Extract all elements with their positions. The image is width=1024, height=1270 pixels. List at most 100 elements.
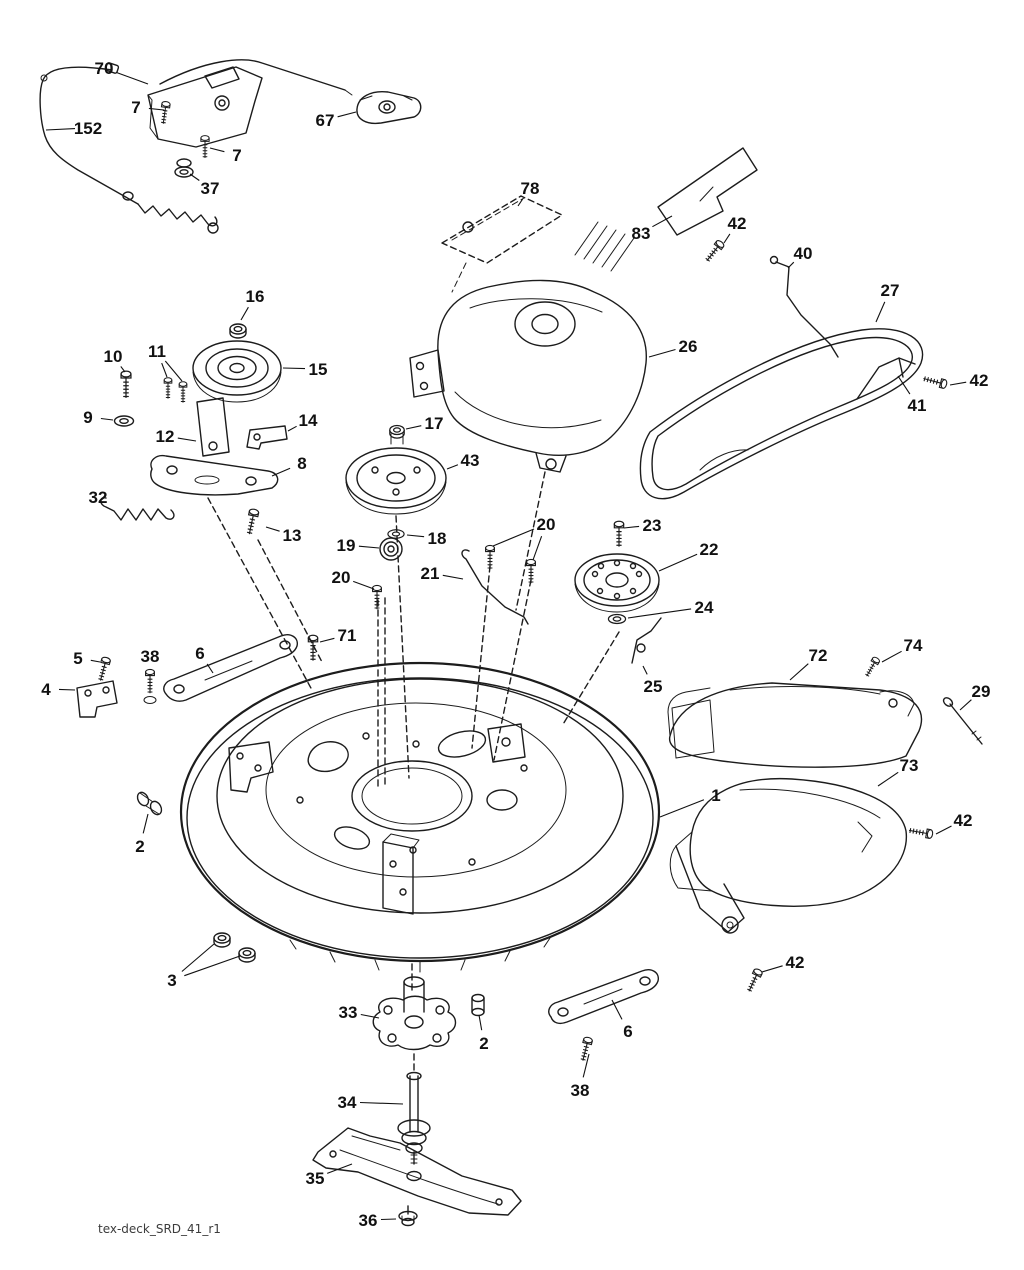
leader-line (406, 534, 425, 538)
leader-line (478, 1014, 483, 1031)
part-label-7: 7 (232, 146, 241, 165)
leader-line (517, 198, 524, 207)
line-art (39, 59, 983, 1227)
screw-38-right (578, 1035, 594, 1062)
leader-line (45, 128, 76, 131)
part-label-38: 38 (141, 647, 160, 666)
screw-20-b (526, 558, 536, 584)
leader-line (532, 536, 543, 561)
idler-arm-8 (150, 454, 279, 496)
part-label-12: 12 (156, 427, 175, 446)
leader-line (116, 71, 149, 85)
part-label-35: 35 (306, 1169, 325, 1188)
leader-line (935, 825, 952, 835)
part-label-67: 67 (316, 111, 335, 130)
spacer-2-right (471, 993, 485, 1017)
part-label-36: 36 (359, 1211, 378, 1230)
part-label-40: 40 (794, 244, 813, 263)
part-label-5: 5 (73, 649, 82, 668)
part-label-19: 19 (337, 536, 356, 555)
leader-line (582, 1053, 590, 1078)
part-label-42: 42 (728, 214, 747, 233)
leader-line (287, 425, 297, 432)
part-label-71: 71 (338, 626, 357, 645)
mandrel-housing-33 (372, 976, 457, 1051)
leader-line (642, 665, 648, 675)
deck-cover-26 (409, 221, 647, 473)
leader-line (877, 771, 899, 787)
bolt-10 (120, 370, 132, 399)
part-label-25: 25 (644, 677, 663, 696)
leader-line (652, 215, 673, 228)
assembly-alignment-lines (207, 471, 620, 1073)
leader-line (358, 545, 380, 549)
cover-vent-fins (574, 221, 635, 272)
leader-line (627, 608, 692, 619)
bracket-4 (76, 680, 118, 718)
leader-line (142, 813, 149, 834)
leader-line (648, 348, 676, 358)
part-label-22: 22 (700, 540, 719, 559)
cam-handle-67 (356, 90, 422, 125)
leader-line (319, 637, 335, 643)
part-label-3: 3 (167, 971, 176, 990)
leader-line (380, 1218, 397, 1221)
part-label-15: 15 (309, 360, 328, 379)
leader-line (100, 417, 114, 421)
mulch-deflector-73 (669, 777, 908, 934)
part-label-18: 18 (428, 529, 447, 548)
washer-24 (607, 613, 627, 625)
part-label-27: 27 (881, 281, 900, 300)
bracket-25 (631, 617, 662, 664)
part-label-16: 16 (246, 287, 265, 306)
leader-line (442, 574, 464, 580)
lever-bracket-assembly (147, 59, 353, 178)
bolt-29 (942, 697, 983, 745)
part-label-42: 42 (786, 953, 805, 972)
leader-line (623, 525, 640, 529)
part-label-24: 24 (695, 598, 714, 617)
screw-11-b (178, 381, 188, 403)
part-label-20: 20 (537, 515, 556, 534)
blade-bolt-36 (398, 1205, 418, 1227)
leader-line (658, 553, 698, 572)
mulch-plate-78 (441, 195, 563, 293)
part-label-4: 4 (41, 680, 51, 699)
leader-line (959, 699, 972, 711)
bolt-23 (613, 520, 625, 547)
leader-line (161, 362, 168, 378)
washer-37-b (174, 166, 194, 178)
leader-line (337, 111, 357, 118)
leader-line (164, 360, 183, 382)
leader-line (723, 233, 731, 244)
leader-line (189, 173, 200, 181)
leader-line (875, 301, 886, 323)
leader-line (359, 1101, 404, 1105)
leader-line (761, 965, 783, 973)
part-label-34: 34 (338, 1093, 357, 1112)
cable-spring (137, 203, 218, 227)
leader-line (446, 464, 459, 470)
heat-shield-83 (657, 147, 758, 236)
part-label-17: 17 (425, 414, 444, 433)
leader-line (611, 999, 623, 1020)
part-label-2: 2 (479, 1034, 488, 1053)
screw-42-b (922, 373, 949, 390)
part-label-72: 72 (809, 646, 828, 665)
part-label-37: 37 (201, 179, 220, 198)
leader-line (492, 528, 535, 547)
part-label-11: 11 (148, 342, 166, 361)
idler-pulley-22 (574, 553, 660, 613)
leader-line (789, 663, 809, 681)
screw-5 (95, 655, 112, 682)
screw-11-a (163, 377, 173, 399)
roller-2-left (136, 791, 163, 816)
leader-line (206, 663, 214, 674)
brace-6-left (163, 634, 298, 702)
part-label-8: 8 (297, 454, 306, 473)
screw-7-a (158, 100, 171, 125)
part-label-83: 83 (632, 224, 651, 243)
